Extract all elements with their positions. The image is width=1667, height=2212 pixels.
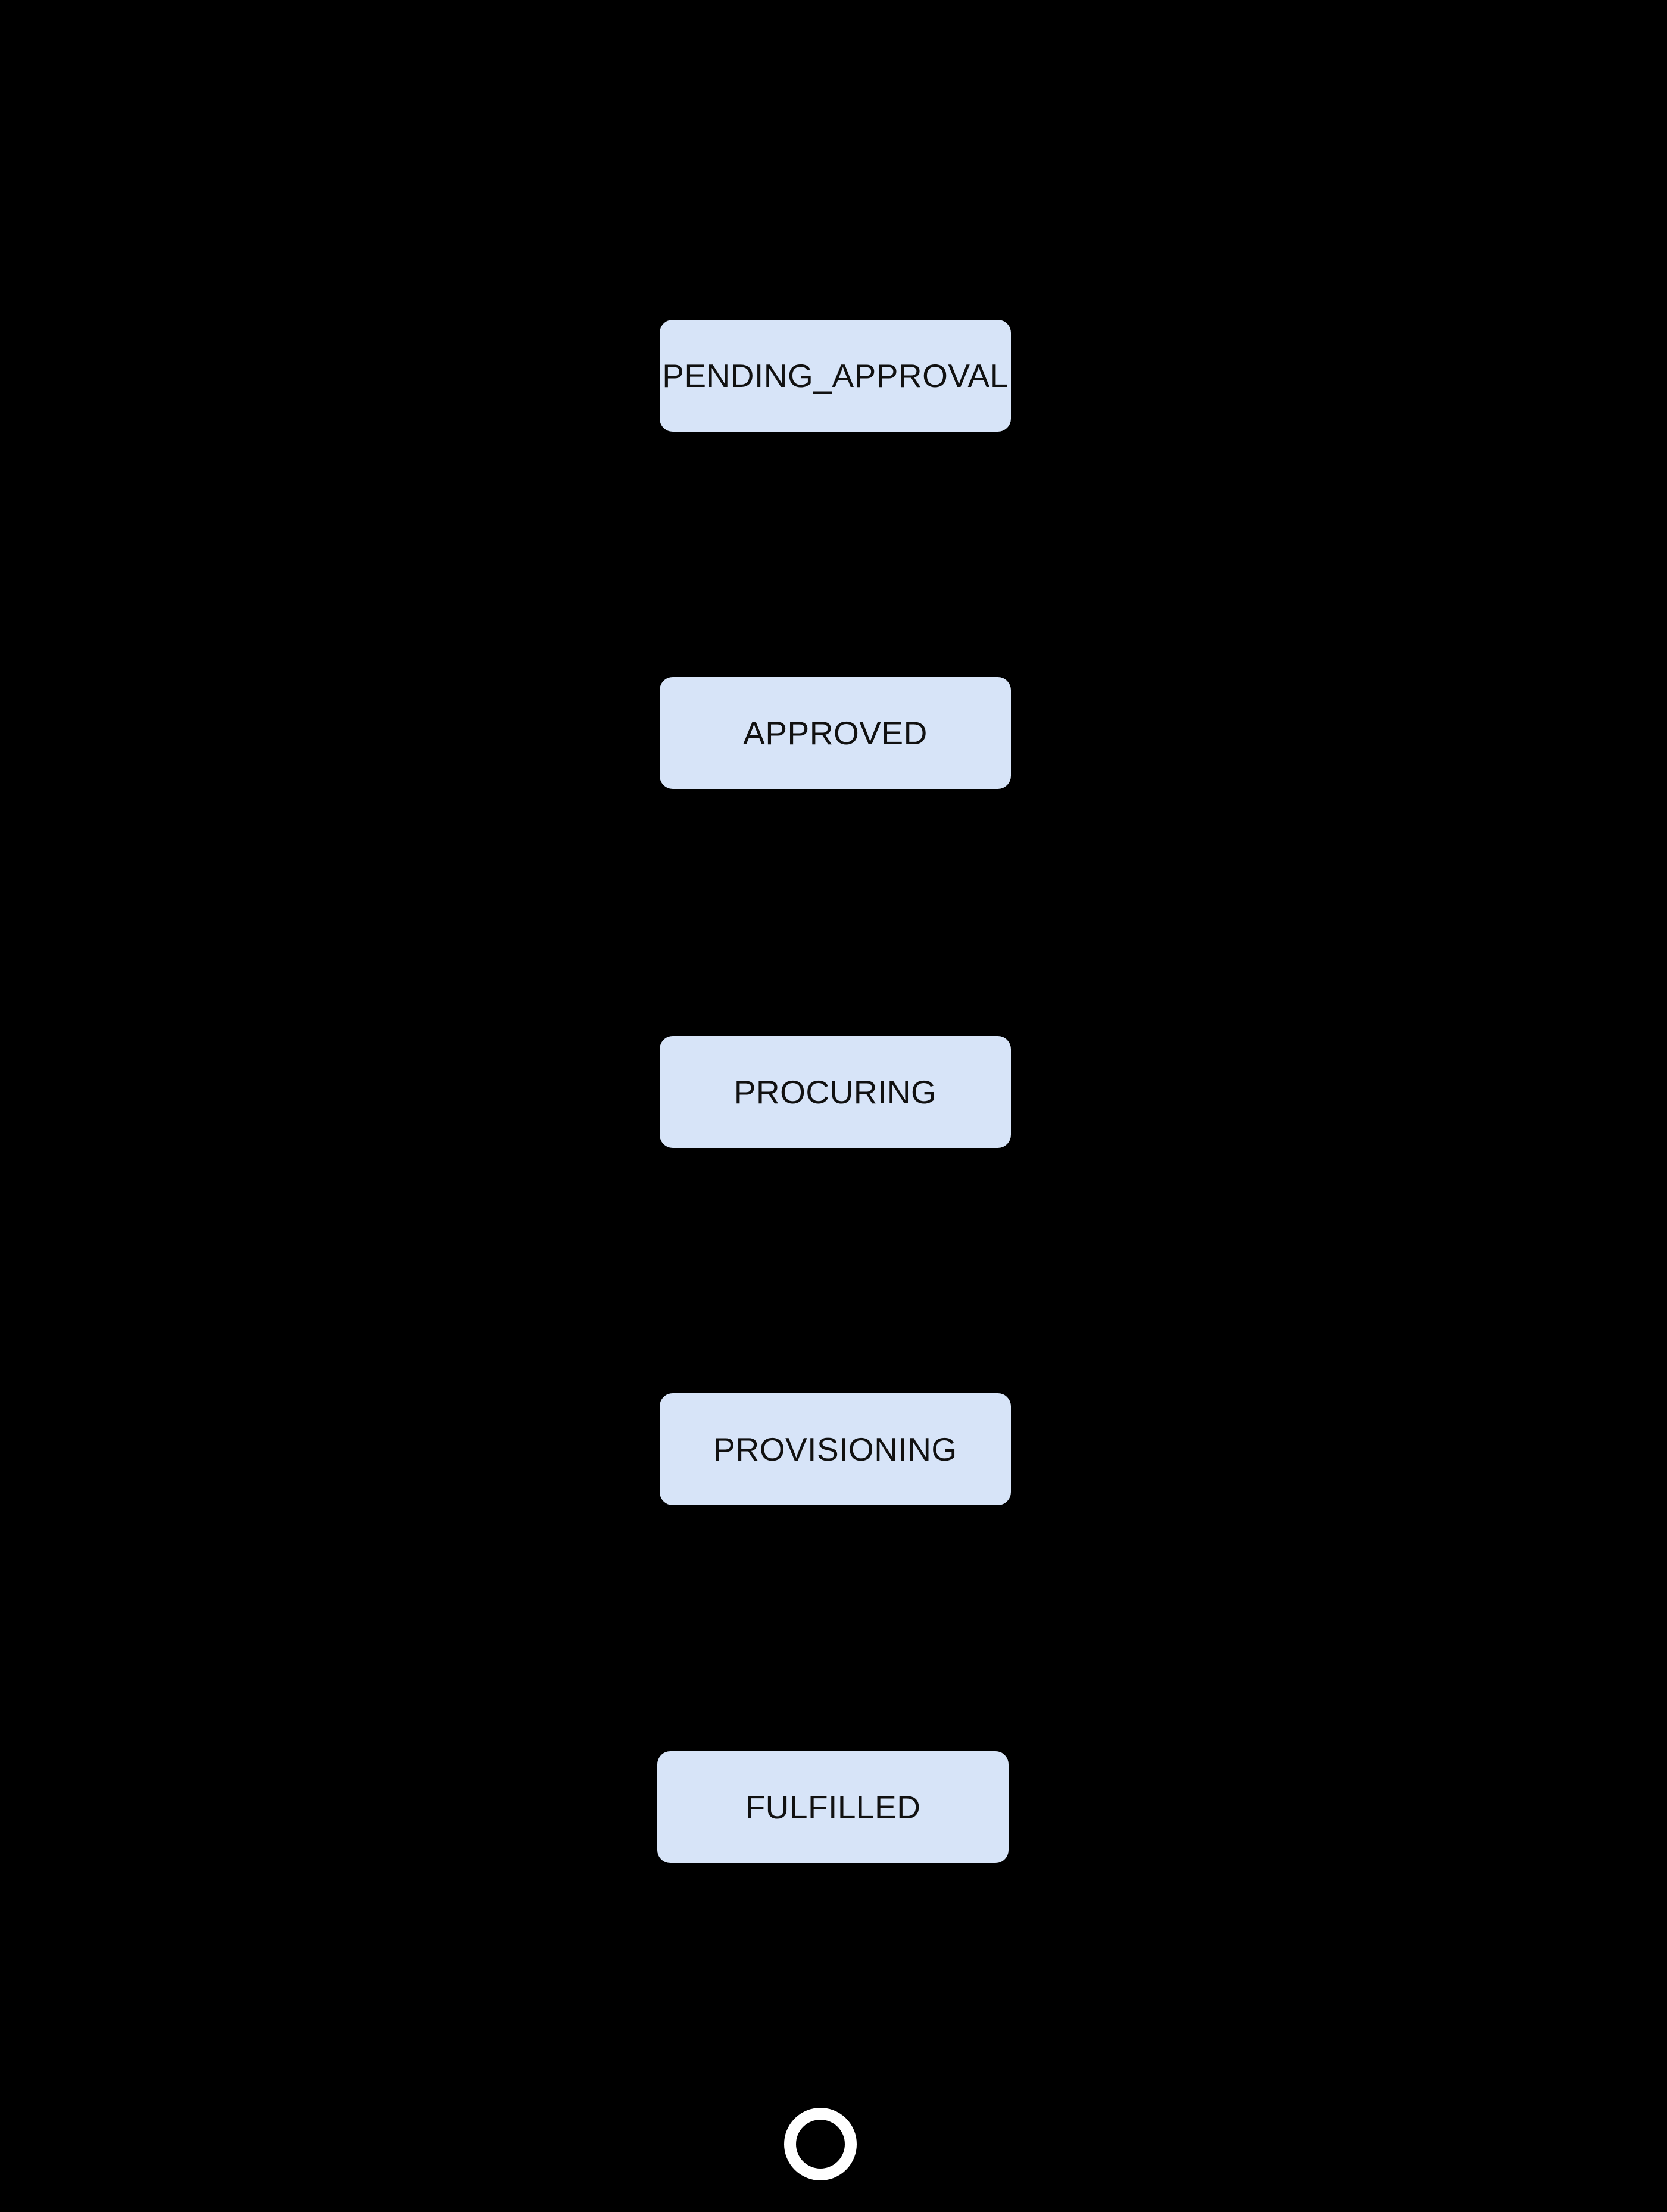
state-label-pending-approval: PENDING_APPROVAL [662,357,1009,394]
state-node-fulfilled: FULFILLED [657,1751,1009,1863]
state-label-approved: APPROVED [743,715,928,751]
state-label-procuring: PROCURING [733,1074,937,1110]
state-node-procuring: PROCURING [660,1036,1011,1148]
state-label-provisioning: PROVISIONING [713,1431,957,1468]
state-node-provisioning: PROVISIONING [660,1393,1011,1505]
state-label-fulfilled: FULFILLED [745,1789,921,1826]
state-node-approved: APPROVED [660,677,1011,789]
state-node-pending-approval: PENDING_APPROVAL [660,320,1011,432]
final-state-circle-icon [784,2108,857,2180]
